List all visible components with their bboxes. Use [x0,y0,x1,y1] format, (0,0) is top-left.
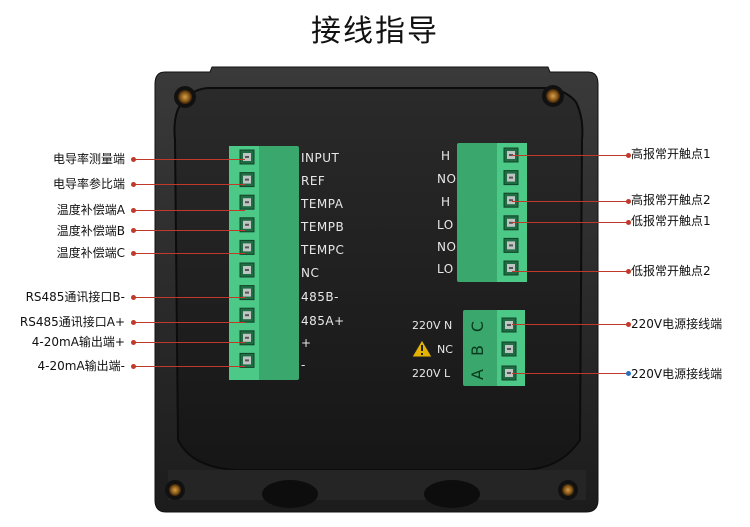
right-terminal-block [457,143,527,282]
callout-label: 温度补偿端B [56,224,125,238]
terminal-label: INPUT [301,151,340,165]
warning-icon [411,339,433,358]
callout-label: 高报常开触点2 [631,193,711,207]
power-label-nc: NC [437,343,453,356]
callout-label: 4-20mA输出端+ [31,335,125,349]
terminal-label: H [441,149,451,163]
terminal-label: TEMPC [301,243,345,257]
page-title: 接线指导 [311,14,439,49]
callout-label: 电导率测量端 [52,152,125,166]
power-label-n: 220V N [412,319,453,332]
callout-label: 4-20mA输出端- [37,359,125,373]
terminal-label: - [301,358,306,372]
power-letter: B [467,345,487,356]
power-label-l: 220V L [412,367,451,380]
terminal-label: 485A+ [301,314,345,328]
power-letter: A [467,369,487,380]
terminal-label: 485B- [301,290,339,304]
callout-label: 220V电源接线端 [631,317,723,331]
callout-label: 高报常开触点1 [631,147,711,161]
terminal-label: LO [437,262,454,276]
callout-label: 电导率参比端 [52,177,125,191]
terminal-label: LO [437,218,454,232]
terminal-label: + [301,336,312,350]
callout-label: 温度补偿端C [56,246,125,260]
callout-label: 低报常开触点1 [631,214,711,228]
terminal-label: NO [437,172,457,186]
callout-label: 220V电源接线端 [631,367,723,381]
callout-label: 温度补偿端A [56,203,125,217]
terminal-label: NO [437,240,457,254]
callout-label: RS485通讯接口B- [25,290,125,304]
callout-label: RS485通讯接口A+ [19,315,125,329]
power-letter: C [468,320,488,333]
terminal-label: TEMPA [301,197,344,211]
terminal-label: TEMPB [301,220,345,234]
callout-label: 低报常开触点2 [631,264,711,278]
screw-icon [165,85,578,500]
left-terminal-block [229,146,299,380]
terminal-label: NC [301,266,320,280]
terminal-label: H [441,195,451,209]
terminal-label: REF [301,174,326,188]
